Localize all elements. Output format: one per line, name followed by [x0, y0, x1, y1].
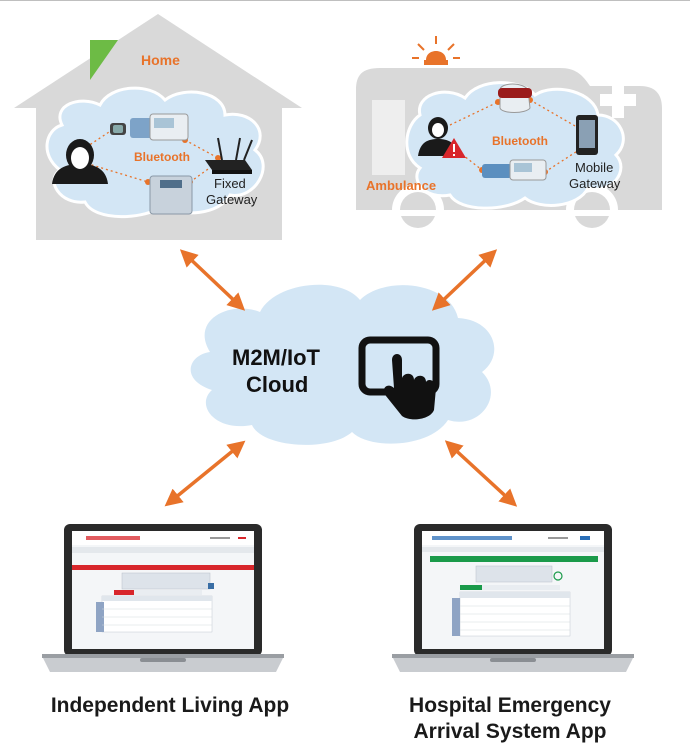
- patient-icon: [418, 117, 458, 156]
- ambulance-title: Ambulance: [366, 178, 437, 193]
- home-title: Home: [141, 52, 180, 68]
- home-gateway-label-1: Fixed: [214, 176, 246, 191]
- blood-pressure-monitor-icon: [482, 159, 547, 181]
- cloud-label-1: M2M/IoT: [232, 345, 320, 370]
- blood-pressure-monitor-icon: [130, 113, 189, 141]
- top-border: [0, 0, 690, 1]
- ambulance-gateway-label-2: Gateway: [569, 176, 621, 191]
- tablet-touch-icon: [358, 336, 440, 420]
- cloud-label-2: Cloud: [246, 372, 309, 397]
- ambulance-cloud: [405, 81, 625, 210]
- arrow-cloud-left-app: [164, 440, 246, 507]
- right-app-screen: [422, 531, 604, 637]
- arrow-cloud-right-app: [444, 440, 518, 507]
- ambulance-gateway-label-1: Mobile: [575, 160, 614, 175]
- arrow-ambulance-cloud: [431, 249, 498, 311]
- home-cloud: [45, 86, 265, 219]
- smartphone-icon: [576, 115, 598, 155]
- siren-icon: [412, 36, 460, 65]
- watch-icon: [110, 123, 126, 135]
- pulse-oximeter-icon: [498, 83, 532, 113]
- scale-icon: [149, 175, 193, 215]
- warning-icon: [442, 138, 466, 158]
- home-network-label: Bluetooth: [134, 150, 190, 164]
- right-app-caption-1: Hospital Emergency: [409, 694, 611, 717]
- home-gateway-label-2: Gateway: [206, 192, 258, 207]
- user-icon: [52, 139, 108, 184]
- router-icon: [205, 137, 253, 174]
- left-app-caption: Independent Living App: [50, 694, 290, 717]
- right-app-caption-2: Arrival System App: [413, 720, 607, 743]
- arrow-home-cloud: [179, 249, 246, 311]
- ambulance-network-label: Bluetooth: [492, 134, 548, 148]
- left-app-screen: [72, 531, 254, 633]
